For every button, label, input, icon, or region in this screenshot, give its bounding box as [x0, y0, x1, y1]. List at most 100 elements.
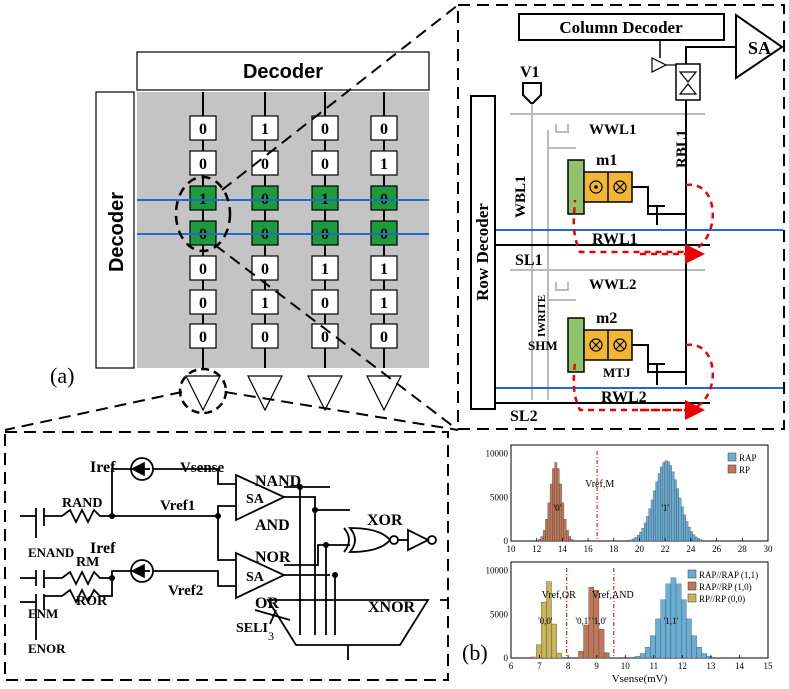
array-cell	[311, 289, 339, 315]
sel-label: SELI	[236, 621, 268, 636]
top-decoder-label: Decoder	[243, 61, 323, 83]
array-cell-value: 1	[380, 156, 388, 173]
array-cell	[311, 185, 339, 211]
histogram-bar	[547, 502, 551, 542]
top-decoder-box	[136, 51, 430, 91]
histogram-bar	[697, 538, 700, 542]
m2-label: m2	[596, 310, 617, 327]
vref-label: Vref,OR	[542, 590, 576, 601]
shm-label: SHM	[528, 338, 558, 353]
array-cell	[251, 323, 279, 349]
array-cell-value: 0	[321, 295, 329, 312]
peak-label: '0,0'	[538, 616, 553, 626]
legend-swatch	[687, 569, 697, 579]
histogram-bar	[680, 506, 684, 542]
array-cell	[189, 115, 217, 141]
array-cell	[251, 255, 279, 281]
histogram-bar	[686, 618, 692, 659]
v1-source-icon	[522, 82, 542, 106]
zoom-lines	[4, 4, 459, 431]
histogram-bar	[648, 508, 652, 542]
histogram-bar	[545, 519, 548, 542]
enor-label: ENOR	[28, 641, 66, 656]
array-cell	[370, 255, 398, 281]
array-panel: Decoder Decoder 010000011010000000110101…	[50, 51, 430, 415]
histogram-bar	[662, 462, 666, 542]
column-decoder-label: Column Decoder	[559, 18, 683, 37]
column-sense-amp	[247, 375, 283, 412]
x-tick-label: 7	[537, 661, 542, 671]
or-label: OR	[255, 595, 279, 612]
histogram-bar	[538, 539, 541, 542]
array-cell-value: 0	[321, 156, 329, 173]
array-cell-value: 0	[380, 121, 388, 138]
histogram-bar	[657, 473, 661, 542]
label-b: (b)	[462, 640, 488, 665]
sl2-label: SL2	[510, 408, 538, 425]
array-cell-value: 0	[261, 156, 269, 173]
shm-bar-2	[567, 317, 585, 373]
bus-width-label: 3	[268, 629, 274, 643]
x-tick-label: 30	[764, 544, 774, 554]
histogram-bar	[632, 538, 636, 542]
x-tick-label: 24	[686, 544, 696, 554]
histogram-bar	[630, 539, 633, 542]
ror-label: ROR	[76, 594, 108, 609]
mtj-label: MTJ	[603, 365, 631, 380]
histogram-bar	[634, 656, 641, 659]
histogram-bar	[556, 652, 562, 659]
array-cell-value: 1	[380, 261, 388, 278]
m1-label: m1	[596, 152, 617, 169]
histogram-bar	[671, 471, 675, 542]
array-cell	[311, 115, 339, 141]
histogram-bar	[685, 521, 689, 542]
array-cell	[189, 323, 217, 349]
column-sense-amp	[307, 375, 343, 412]
legend-entry: RAP//RAP (1,1)	[699, 570, 758, 580]
histogram-bar	[650, 635, 656, 659]
histogram-bar	[699, 539, 703, 542]
histogram-bar	[669, 465, 673, 542]
histogram-bar	[570, 539, 574, 542]
histogram-bar	[694, 536, 698, 542]
histogram-bar	[681, 599, 687, 659]
array-cell-value: 0	[261, 329, 269, 346]
wwl2-label: WWL2	[589, 277, 637, 293]
column-decoder-box	[518, 13, 725, 41]
array-cell	[370, 289, 398, 315]
x-tick-label: 8	[566, 661, 571, 671]
x-axis-label: Vsense(mV)	[612, 673, 668, 684]
legend-swatch	[687, 581, 697, 591]
array-cell	[370, 115, 398, 141]
buffer-icon	[651, 57, 668, 73]
array-cell	[251, 289, 279, 315]
x-tick-label: 14	[558, 544, 568, 554]
histogram-bar	[691, 635, 697, 659]
array-cell-value: 1	[261, 295, 269, 312]
x-tick-label: 15	[764, 661, 774, 671]
array-cell-value: 0	[199, 156, 207, 173]
iref2-label: Iref	[90, 540, 116, 557]
array-grid: 0100000110100000001101010000	[189, 92, 398, 368]
sa1-label: SA	[246, 492, 265, 507]
histogram-bar	[687, 526, 691, 542]
xor-label: XOR	[367, 512, 403, 529]
x-tick-label: 22	[661, 544, 670, 554]
nor-label: NOR	[255, 549, 291, 566]
x-tick-label: 12	[678, 661, 687, 671]
histogram-bar	[678, 497, 682, 542]
array-cell-value: 0	[199, 261, 207, 278]
y-tick-label: 10000	[486, 566, 509, 576]
array-cell	[311, 255, 339, 281]
array-cell	[311, 323, 339, 349]
and-label: AND	[255, 517, 290, 534]
shm-bar-1	[567, 159, 585, 215]
enand-label: ENAND	[28, 545, 74, 560]
sa-label: SA	[748, 38, 771, 58]
selected-sa-ellipse	[178, 367, 228, 415]
peak-label: '0'	[553, 503, 561, 513]
row-decoder-label: Row Decoder	[473, 203, 492, 301]
histogram-bar	[554, 462, 558, 542]
sl1-label: SL1	[515, 252, 543, 269]
